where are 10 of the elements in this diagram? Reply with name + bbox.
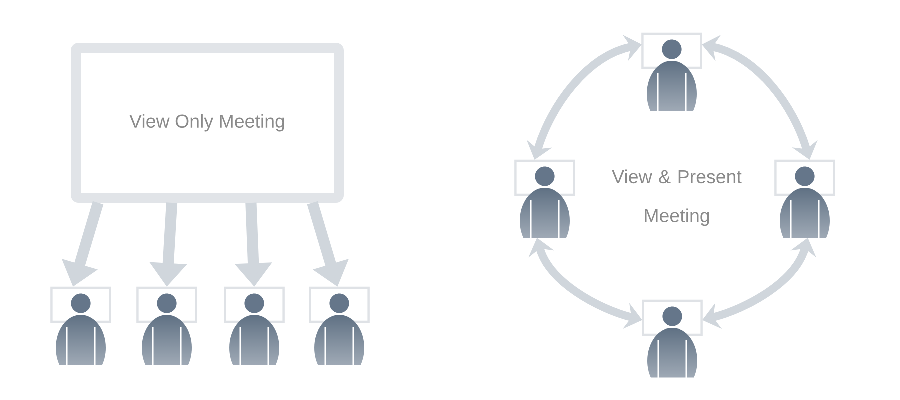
person-icon [774, 160, 836, 238]
person-icon [514, 160, 576, 238]
person-icon [309, 286, 370, 365]
person-icon [136, 286, 198, 365]
person-icon [224, 286, 285, 365]
person-icon [642, 32, 702, 111]
person-icon [50, 286, 112, 365]
diagram-label: View & Present Meeting [612, 170, 742, 226]
meeting-box: View Only Meeting [71, 43, 344, 203]
person-icon [642, 300, 703, 378]
